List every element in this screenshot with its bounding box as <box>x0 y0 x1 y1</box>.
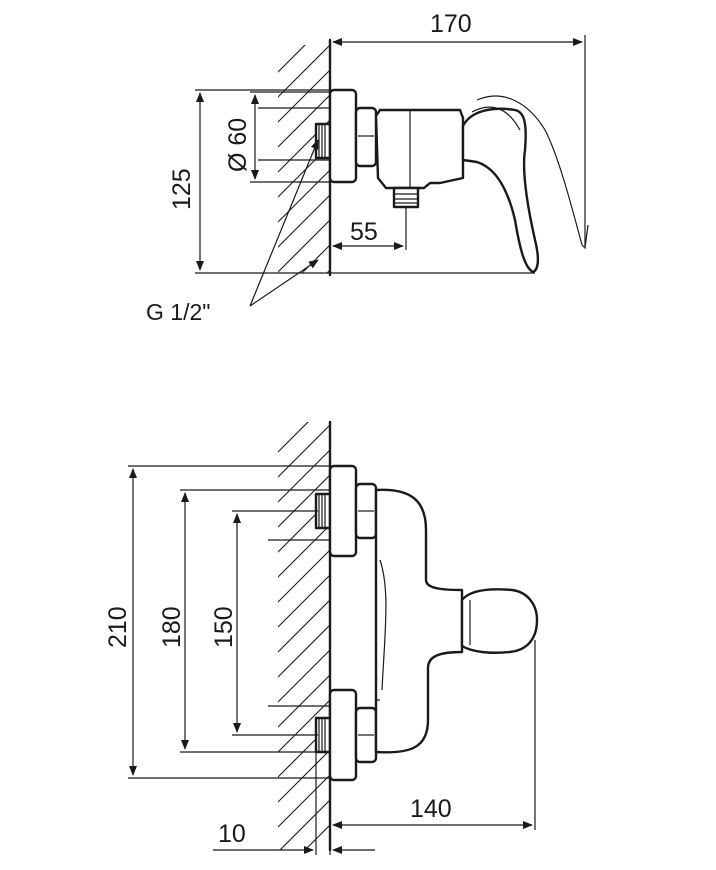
dim-height-180: 180 <box>158 606 186 648</box>
dim-offset-10: 10 <box>218 820 246 848</box>
dim-diameter-60: Ø 60 <box>224 118 252 172</box>
dim-height-125: 125 <box>168 168 196 210</box>
thread-label: G 1/2" <box>146 299 210 325</box>
dim-outlet-55: 55 <box>350 218 378 246</box>
threaded-nipple-lower <box>314 716 332 754</box>
front-view: 210 180 150 10 140 <box>104 420 539 855</box>
wall-rosette-upper <box>328 464 358 558</box>
dim-height-150: 150 <box>210 606 238 648</box>
wall-rosette-top <box>328 88 358 184</box>
outlet-top <box>392 186 420 209</box>
hex-nut-top <box>354 106 378 168</box>
dim-width-170: 170 <box>430 10 472 38</box>
wall-rosette-lower <box>328 688 358 782</box>
threaded-nipple-upper <box>314 492 332 530</box>
dim-depth-140: 140 <box>410 795 452 823</box>
lever-handle-top <box>461 107 540 274</box>
wall-hatching-front <box>278 422 330 850</box>
mixer-body-top <box>374 108 465 190</box>
lever-handle-front <box>460 588 539 654</box>
dim-height-210: 210 <box>104 606 132 648</box>
wall-hatching-top <box>278 45 330 273</box>
top-view: 170 125 Ø 60 55 G 1/2" <box>146 10 589 325</box>
mixer-body-front <box>374 488 464 754</box>
